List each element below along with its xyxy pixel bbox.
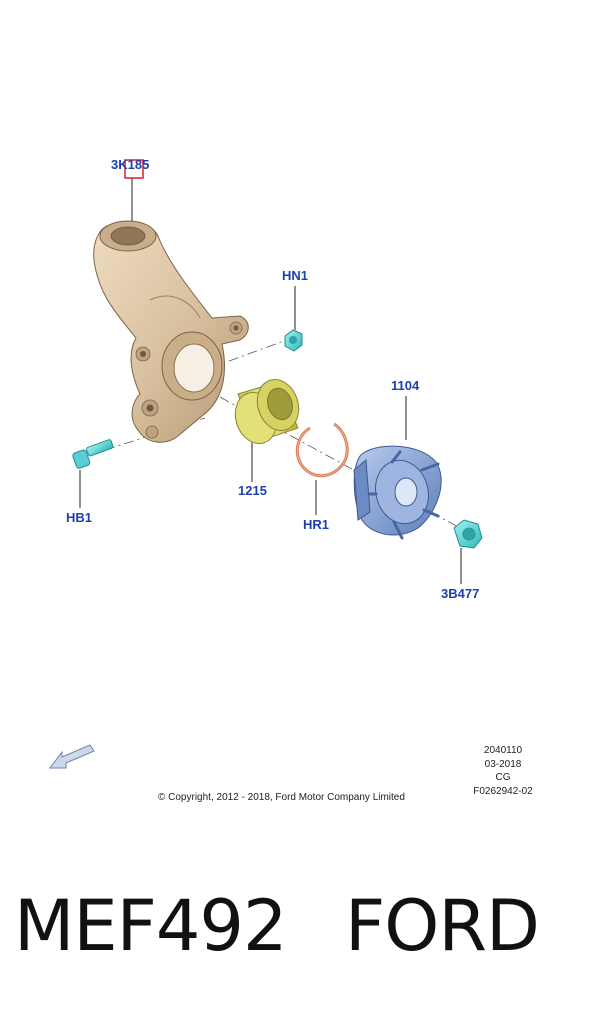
callout-3k185: 3K185 — [111, 157, 150, 172]
drawing-code: CG — [495, 772, 511, 783]
bolt-hb1-part — [72, 439, 114, 469]
callout-hn1: HN1 — [282, 268, 309, 283]
callout-hr1: HR1 — [303, 517, 330, 532]
knuckle-highlight-box — [124, 159, 144, 179]
copyright-notice: © Copyright, 2012 - 2018, Ford Motor Com… — [158, 792, 405, 803]
wheel-hub-part — [353, 445, 442, 540]
callout-1104: 1104 — [391, 378, 420, 393]
leader-lines — [79, 178, 462, 584]
part-number-caption: MEF492 — [14, 885, 287, 967]
nut-hn1-part — [284, 329, 303, 352]
wheel-bearing-part — [234, 379, 300, 444]
drawing-ref: F0262942-02 — [473, 785, 533, 797]
brand-caption: FORD — [345, 885, 540, 967]
drawing-number: 2040110 — [483, 745, 523, 756]
callout-1215: 1215 — [238, 483, 267, 498]
orientation-arrow-icon — [49, 744, 95, 769]
exploded-parts-diagram — [49, 159, 483, 769]
hub-nut-part — [453, 519, 483, 549]
steering-knuckle-part — [93, 220, 249, 443]
drawing-info-block: 2040110 03-2018 CG F0262942-02 — [466, 744, 540, 798]
callout-3b477: 3B477 — [441, 586, 480, 601]
callout-hb1: HB1 — [66, 510, 93, 525]
drawing-date: 03-2018 — [484, 758, 522, 770]
snap-ring-part — [295, 422, 349, 478]
